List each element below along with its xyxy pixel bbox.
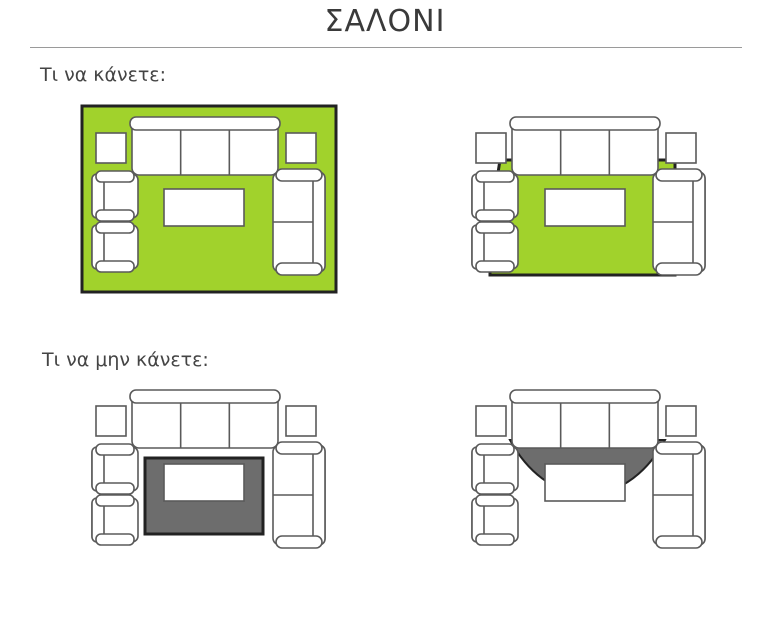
armchair-arm <box>475 443 515 456</box>
loveseat-back <box>692 444 706 546</box>
end-table <box>285 405 317 437</box>
armchair-arm <box>95 494 135 507</box>
loveseat-back <box>312 171 326 273</box>
page-title: ΣΑΛΟΝΙ <box>324 4 446 39</box>
sofa-back <box>509 116 661 131</box>
armchair-arm <box>95 221 135 234</box>
armchair-arm <box>475 482 515 495</box>
end-table <box>665 405 697 437</box>
coffee-table <box>544 188 626 227</box>
coffee-table <box>544 463 626 502</box>
end-table <box>285 132 317 164</box>
loveseat-arm <box>655 441 703 455</box>
coffee-table <box>163 188 245 227</box>
loveseat-back <box>312 444 326 546</box>
end-table <box>475 132 507 164</box>
loveseat-arm <box>275 168 323 182</box>
armchair-arm <box>95 209 135 222</box>
armchair-arm <box>475 170 515 183</box>
end-table <box>95 132 127 164</box>
end-table <box>95 405 127 437</box>
loveseat-arm <box>655 535 703 549</box>
armchair-arm <box>95 482 135 495</box>
loveseat-arm <box>655 262 703 276</box>
furniture-group-do-1 <box>91 116 326 276</box>
armchair-arm <box>95 170 135 183</box>
coffee-table <box>163 463 245 502</box>
sofa-back <box>509 389 661 404</box>
do-section-label: Τι να κάνετε: <box>40 64 166 86</box>
end-table <box>475 405 507 437</box>
loveseat-arm <box>275 535 323 549</box>
armchair-arm <box>475 494 515 507</box>
armchair-arm <box>95 443 135 456</box>
armchair-arm <box>475 209 515 222</box>
furniture-group-do-2 <box>471 116 706 276</box>
furniture-group-dont-2 <box>471 389 706 549</box>
loveseat-back <box>692 171 706 273</box>
loveseat-arm <box>275 262 323 276</box>
armchair-arm <box>475 260 515 273</box>
end-table <box>665 132 697 164</box>
loveseat-arm <box>655 168 703 182</box>
loveseat-arm <box>275 441 323 455</box>
furniture-group-dont-1 <box>91 389 326 549</box>
sofa-back <box>129 116 281 131</box>
armchair-arm <box>95 260 135 273</box>
title-divider <box>30 47 742 48</box>
sofa-back <box>129 389 281 404</box>
dont-section-label: Τι να μην κάνετε: <box>42 349 209 371</box>
armchair-arm <box>475 533 515 546</box>
armchair-arm <box>475 221 515 234</box>
armchair-arm <box>95 533 135 546</box>
